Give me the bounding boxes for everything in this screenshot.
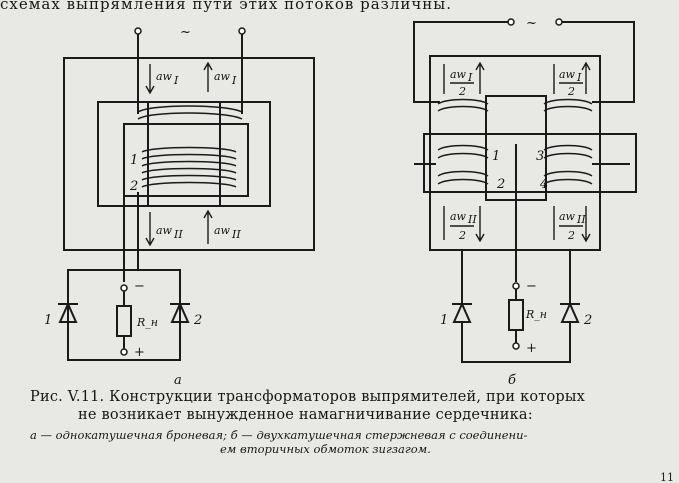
figure-b-diode-2-label: 2	[583, 313, 592, 328]
terminal-icon	[134, 27, 142, 35]
svg-text:I: I	[173, 74, 179, 87]
figure-a-center-leg	[147, 101, 221, 207]
resistor-icon	[508, 299, 524, 331]
svg-text:aw: aw	[559, 210, 576, 223]
caption-line-1: Рис. V.11. Конструкции трансформаторов в…	[30, 389, 586, 405]
figure-a-rectifier-wiring	[67, 192, 181, 361]
terminal-icon	[512, 342, 520, 350]
figure-a-secondary-winding	[141, 146, 237, 188]
svg-text:2: 2	[567, 85, 575, 98]
svg-text:II: II	[231, 228, 241, 241]
page-number: 11	[660, 471, 674, 483]
terminal-icon	[507, 18, 515, 26]
svg-text:aw: aw	[214, 70, 231, 83]
figure-a-plus-label: +	[134, 345, 145, 360]
figure-b-winding-1-label: 1	[492, 149, 500, 164]
terminal-icon	[120, 284, 128, 292]
figure-b-label: б	[508, 373, 516, 388]
caption-line-4: ем вторичных обмоток зигзагом.	[220, 442, 431, 456]
figure-caption: Рис. V.11. Конструкции трансформаторов в…	[30, 388, 670, 456]
figure-b-winding-4-label: 4	[539, 177, 548, 192]
svg-text:aw: aw	[559, 68, 576, 81]
svg-text:aw: aw	[450, 68, 467, 81]
caption-legend: а — однокатушечная броневая; б — двухкат…	[30, 428, 670, 456]
figure-a-label: а	[174, 373, 182, 388]
figure-a-coil-box	[123, 123, 249, 197]
figure-a-diode-1-label: 1	[44, 313, 52, 328]
figure-b-winding-2-label: 2	[496, 177, 505, 192]
svg-text:aw: aw	[156, 224, 173, 237]
figure-a-diode-2-label: 2	[193, 313, 202, 328]
svg-text:aw: aw	[156, 70, 173, 83]
figure-a-winding-2-label: 2	[129, 179, 138, 194]
svg-text:I: I	[467, 71, 473, 84]
figure-b-ac-symbol: ~	[526, 16, 537, 31]
svg-text:aw: aw	[214, 224, 231, 237]
diode-icon	[452, 301, 472, 323]
figure-b-secondary-windings	[437, 144, 593, 185]
figure-a-resistor-label: R_н	[136, 316, 158, 329]
svg-text:II: II	[467, 213, 477, 226]
terminal-icon	[512, 282, 520, 290]
svg-text:II: II	[173, 228, 183, 241]
figure-a-core-outer	[63, 57, 315, 251]
figure-a-primary-leads	[137, 34, 243, 114]
figure-b-rectifier-wiring	[414, 144, 630, 282]
page-top-text: схемах выпрямления пути этих потоков раз…	[0, 0, 452, 13]
resistor-icon	[116, 305, 132, 337]
figure-b-diode-1-label: 1	[440, 313, 448, 328]
svg-text:I: I	[231, 74, 237, 87]
figure-b-primary-loop	[413, 21, 635, 103]
figure-a-winding-1-label: 1	[130, 153, 138, 168]
svg-text:2: 2	[458, 229, 466, 242]
terminal-icon	[555, 18, 563, 26]
terminal-icon	[238, 27, 246, 35]
svg-text:aw: aw	[450, 210, 467, 223]
figure-a-minus-label: −	[134, 279, 145, 294]
figure-b-winding-3-label: 3	[536, 149, 544, 164]
svg-text:2: 2	[567, 229, 575, 242]
figure-b-primary-windings	[437, 98, 593, 112]
figure-b-resistor-label: R_н	[525, 308, 547, 321]
figure-b-minus-label: −	[526, 279, 537, 294]
caption-line-2: не возникает вынужденное намагничивание …	[78, 407, 533, 423]
diode-icon	[560, 301, 580, 323]
terminal-icon	[120, 348, 128, 356]
figure-b-plus-label: +	[526, 341, 537, 356]
caption-line-3: а — однокатушечная броневая; б — двухкат…	[30, 428, 528, 442]
figure-a-primary-winding	[137, 105, 243, 120]
svg-text:II: II	[576, 213, 586, 226]
svg-text:2: 2	[458, 85, 466, 98]
caption-title: Рис. V.11. Конструкции трансформаторов в…	[30, 388, 670, 424]
svg-text:I: I	[576, 71, 582, 84]
figure-a-ac-symbol: ~	[180, 25, 191, 40]
